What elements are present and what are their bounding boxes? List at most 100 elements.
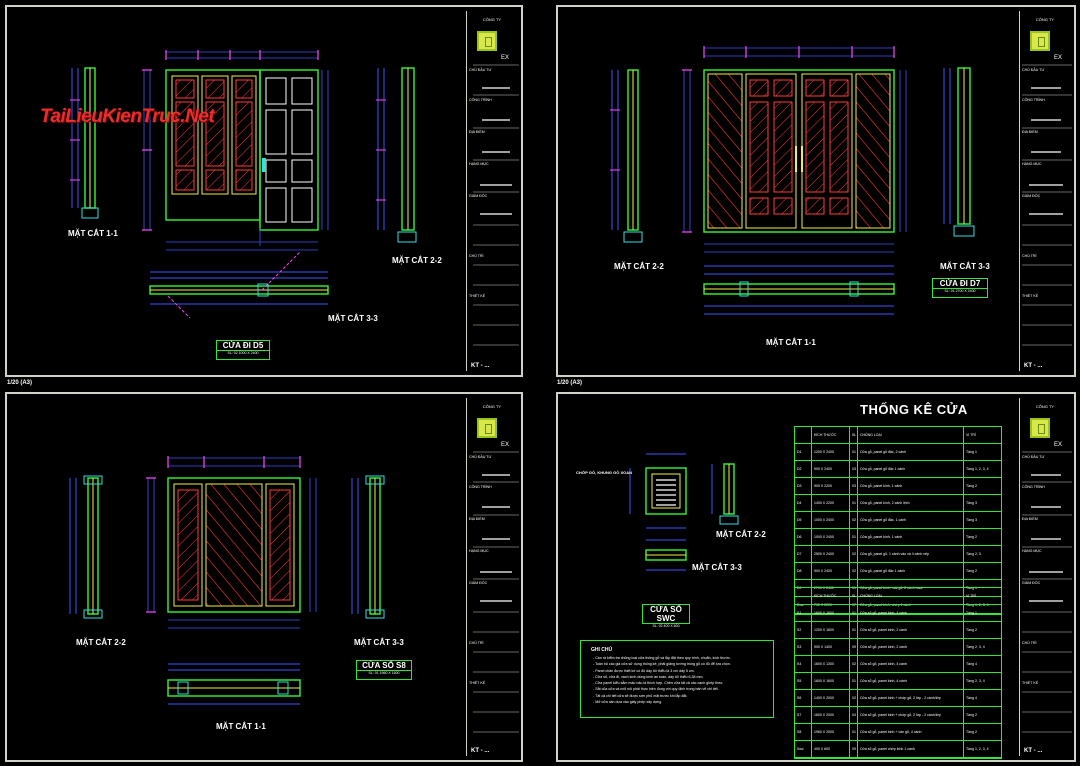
tb-row-label: ĐỊA ĐIỂM — [467, 516, 517, 523]
s2-door-title-box: CỬA ĐI D7 SL: 01 2700 X 2400 — [932, 278, 988, 298]
table-cell: Tầng 4 — [963, 656, 1004, 672]
table-cell: 400 X 600 — [811, 741, 852, 757]
tb-row-text: ĐỊA ĐIỂM — [1022, 130, 1038, 134]
table-cell: 1200 X 2400 — [811, 444, 852, 460]
tb-row-label: CÔNG TRÌNH — [1020, 97, 1070, 104]
door-d5-section-1-1 — [70, 67, 99, 219]
s1-section-2-2-label: MẶT CẮT 2-2 — [392, 256, 442, 265]
table-cell: Tầng 2, 3 — [963, 546, 1004, 562]
table-cell: S2 — [797, 628, 802, 632]
table-cell: Tầng 3 — [963, 512, 1004, 528]
tb-row-text: ĐỊA ĐIỂM — [469, 517, 485, 521]
tb-row-label: CHỦ TRÌ — [467, 253, 517, 260]
table-cell: 02 — [849, 563, 860, 579]
tb-row-label: ĐỊA ĐIỂM — [467, 129, 517, 136]
tb-row-label: CHỦ ĐẦU TƯ — [1020, 67, 1070, 74]
s2-section-3-3-label: MẶT CẮT 3-3 — [940, 262, 990, 271]
tb-row-label: CHỦ ĐẦU TƯ — [467, 454, 517, 461]
s1-section-1-1-label: MẶT CẮT 1-1 — [68, 229, 118, 238]
table-cell: Cửa sổ gỗ, panel kính, 2 cánh — [857, 639, 966, 655]
table-cell: Tầng 1, 2, 3, 4 — [963, 461, 1004, 477]
table-header-cell: KÍCH THƯỚC — [811, 588, 852, 604]
tb-row-text: CHỦ ĐẦU TƯ — [1022, 68, 1045, 72]
notes-line: - Tất cả chi tiết cửa sẽ được sơn phủ mặ… — [593, 693, 688, 698]
s4-small-label: CHỚP GỖ, KHUNG GỖ XOAN — [576, 470, 633, 475]
tb-row-label: HẠNG MỤC — [467, 548, 517, 555]
tb-row-text: GIÁM ĐỐC — [469, 194, 488, 198]
tb-ex: EX — [501, 442, 510, 448]
table-cell: D3 — [797, 484, 802, 488]
tb-row-text: CHỦ TRÌ — [1022, 641, 1037, 645]
table-header-cell: VỊ TRÍ — [963, 427, 1004, 443]
window-swc-elevation — [629, 453, 687, 529]
window-s8-elevation — [167, 477, 301, 613]
notes-line: - Toàn bộ các giá cửa sử dụng thống kê, … — [593, 662, 731, 667]
tb-row-label: THIẾT KẾ — [467, 293, 517, 300]
table-cell: D2 — [797, 467, 802, 471]
s4-window-title-box: CỬA SỔ SWC SL: 02 400 X 600 — [642, 604, 690, 628]
tb-company: CÔNG TY — [482, 17, 502, 22]
door-d7-section-2-2 — [610, 69, 643, 243]
table-cell: D4 — [797, 501, 802, 505]
company-logo-icon — [477, 418, 497, 438]
tb-row-label: CHỦ ĐẦU TƯ — [467, 67, 517, 74]
door-d5-dim-ticks — [142, 50, 319, 231]
notes-line: - Cửa sổ, cửa đi, vách kính dùng kính an… — [593, 674, 704, 679]
door-d5-elevation — [165, 69, 319, 231]
table-cell: 04 — [849, 707, 860, 723]
table-cell: Tầng 2 — [963, 563, 1004, 579]
table-header-cell: KÍCH THƯỚC — [811, 427, 852, 443]
tb-row-text: CHỦ TRÌ — [469, 254, 484, 258]
table-cell: 1600 X 1600 — [811, 673, 852, 689]
table-cell: D9 — [797, 586, 802, 590]
s4-window-title: CỬA SỔ SWC — [650, 605, 682, 623]
tb-row-label: THIẾT KẾ — [1020, 680, 1070, 687]
table-cell: S1 — [797, 611, 802, 615]
tb-row-text: THIẾT KẾ — [1022, 681, 1039, 685]
table-cell: Tầng 1 — [963, 444, 1004, 460]
tb-row-text: CÔNG TRÌNH — [469, 98, 492, 102]
table-cell: Cửa sổ gỗ, panel kính, 4 cánh — [857, 673, 966, 689]
table-cell: S4 — [797, 662, 802, 666]
table-header-cell: CHỦNG LOẠI — [857, 588, 966, 604]
table-cell: Cửa sổ gỗ, panel chớp kính 1 cánh — [857, 741, 966, 757]
window-s8-section-3-3 — [351, 475, 385, 619]
s1-section-3-3-label: MẶT CẮT 3-3 — [328, 314, 378, 323]
tb-row-label: HẠNG MỤC — [1020, 161, 1070, 168]
table-cell: Tầng 4 — [963, 690, 1004, 706]
tb-row-label: CHỦ TRÌ — [1020, 640, 1070, 647]
table-cell: 03 — [849, 461, 860, 477]
table-cell: 02 — [849, 546, 860, 562]
company-logo-icon — [477, 31, 497, 51]
table-cell: S3 — [797, 645, 802, 649]
table-cell: Tầng 2 — [963, 707, 1004, 723]
tb-row-label: THIẾT KẾ — [467, 680, 517, 687]
s3-window-sub: SL: 01 1960 X 1600 — [357, 670, 411, 675]
table-cell: 1600 X 1600 — [811, 605, 852, 621]
tb-row-text: CHỦ TRÌ — [1022, 254, 1037, 258]
s3-section-1-1-label: MẶT CẮT 1-1 — [216, 722, 266, 731]
tb-row-label: CÔNG TRÌNH — [1020, 484, 1070, 491]
title-block-text-marks — [480, 87, 1063, 602]
table-cell: Tầng 2 — [963, 478, 1004, 494]
table-cell: Tầng 2 — [963, 622, 1004, 638]
table-cell: 01 — [849, 724, 860, 740]
tb-row-label: CÔNG TRÌNH — [467, 484, 517, 491]
tb-row-text: THIẾT KẾ — [469, 294, 486, 298]
company-logo-icon — [1030, 418, 1050, 438]
door-d7-section-3-3 — [943, 67, 975, 237]
tb-row-label: GIÁM ĐỐC — [467, 193, 517, 200]
table-cell: Swc — [797, 747, 804, 751]
tb-row-text: HẠNG MỤC — [469, 549, 489, 553]
